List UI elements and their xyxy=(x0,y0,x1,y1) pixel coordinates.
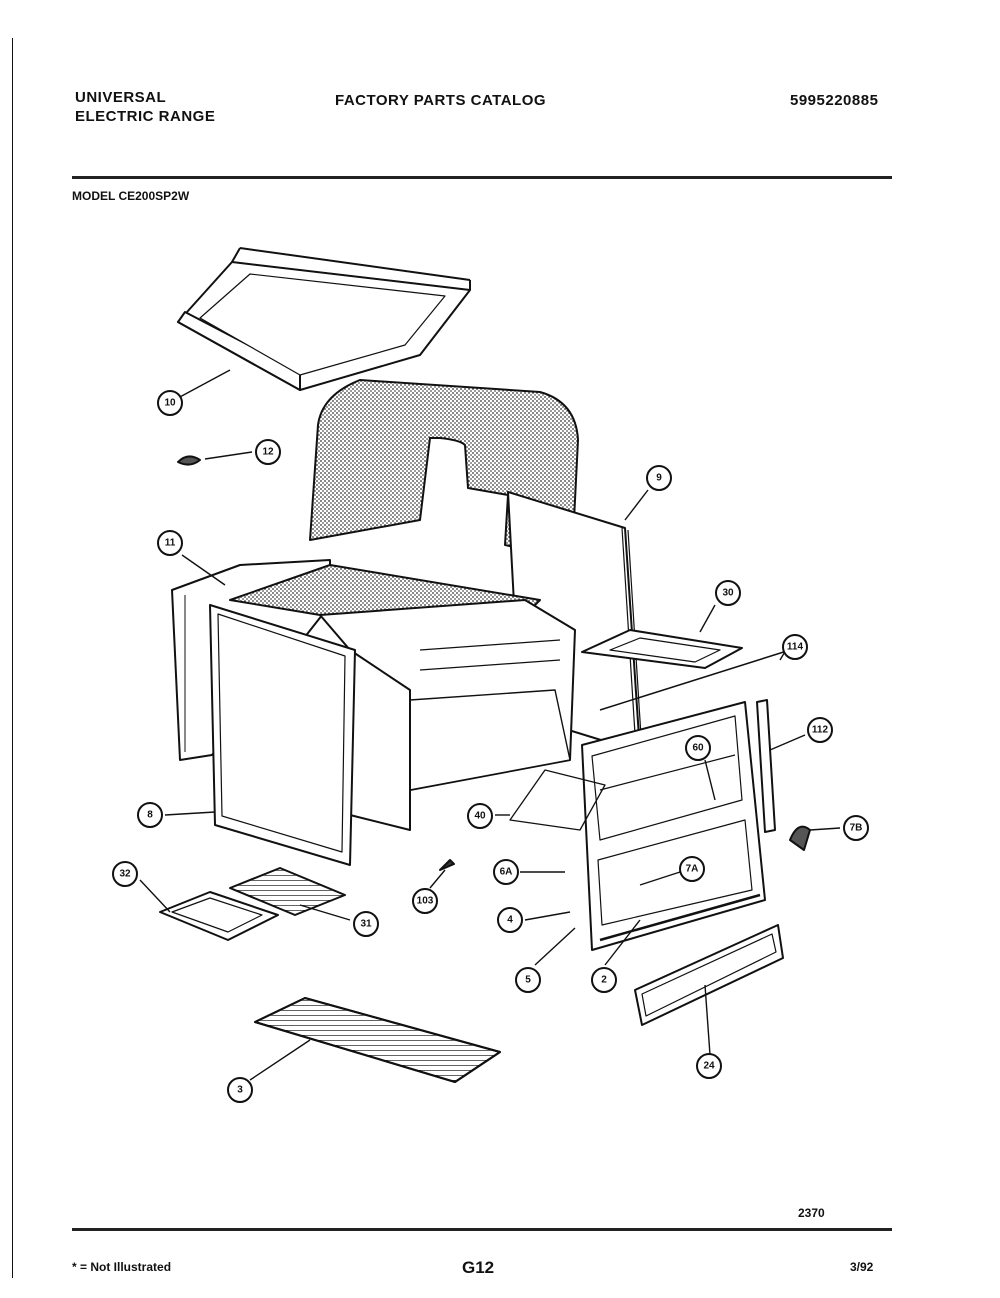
door-trim-part xyxy=(756,699,776,833)
callout-24 xyxy=(696,1053,722,1079)
callout-label: 9 xyxy=(656,473,662,484)
header-rule xyxy=(72,176,892,179)
callout-label: 32 xyxy=(119,869,131,880)
callout-label: 30 xyxy=(722,588,734,599)
callout-114 xyxy=(782,634,808,660)
catalog-title: FACTORY PARTS CATALOG xyxy=(335,92,547,109)
callout-label: 103 xyxy=(417,896,434,907)
callout-label: 6A xyxy=(500,867,513,878)
callout-7A xyxy=(679,856,705,882)
callout-label: 2 xyxy=(601,975,607,986)
oven-rack-frame xyxy=(254,997,501,1083)
callout-label: 7A xyxy=(686,864,699,875)
hinge-part-7B xyxy=(789,825,811,851)
callout-bubbles xyxy=(112,390,869,1103)
callout-103 xyxy=(412,888,438,914)
callout-label: 31 xyxy=(360,919,372,930)
callout-60 xyxy=(685,735,711,761)
callout-label: 5 xyxy=(525,975,531,986)
callout-9-top xyxy=(646,465,672,491)
callout-label: 7B xyxy=(850,823,863,834)
callout-label: 24 xyxy=(703,1061,715,1072)
element-part-40 xyxy=(509,769,606,831)
brand-line-1: UNIVERSAL xyxy=(75,89,167,106)
callout-label: 40 xyxy=(474,811,486,822)
screw-part-103 xyxy=(439,859,455,871)
drip-pan-part xyxy=(159,891,279,941)
small-part-12 xyxy=(177,455,201,466)
callout-label: 114 xyxy=(787,642,804,653)
catalog-date: 3/92 xyxy=(850,1260,874,1274)
kick-panel-part xyxy=(634,924,784,1026)
callout-5 xyxy=(515,967,541,993)
callout-label: 12 xyxy=(262,447,274,458)
callout-7B xyxy=(843,815,869,841)
oven-rack-part xyxy=(254,997,501,1083)
callout-4 xyxy=(497,907,523,933)
oven-liner-part xyxy=(229,564,576,831)
callout-40 xyxy=(467,803,493,829)
broil-pan-part xyxy=(581,629,743,669)
callout-30 xyxy=(715,580,741,606)
brand-line-2: ELECTRIC RANGE xyxy=(75,108,216,125)
leader-lines xyxy=(139,369,841,1081)
callout-31 xyxy=(353,911,379,937)
callout-32 xyxy=(112,861,138,887)
callout-label: 4 xyxy=(507,915,513,926)
callout-11 xyxy=(157,530,183,556)
callout-8 xyxy=(137,802,163,828)
catalog-number: 5995220885 xyxy=(790,92,879,109)
callout-label: 8 xyxy=(147,810,153,821)
callout-2 xyxy=(591,967,617,993)
brand-title: UNIVERSAL ELECTRIC RANGE xyxy=(75,88,215,126)
page-number: G12 xyxy=(462,1258,495,1277)
callout-labels: 10 12 9 11 30 114 112 60 8 40 7B 32 6A 7… xyxy=(119,398,862,1096)
callout-12 xyxy=(255,439,281,465)
drawer-tray-part xyxy=(177,247,471,391)
door-gasket-part xyxy=(599,649,791,711)
callout-label: 112 xyxy=(812,725,829,736)
oven-door-part xyxy=(581,701,766,951)
callout-label: 11 xyxy=(165,538,176,549)
callout-label: 60 xyxy=(692,743,704,754)
callout-10 xyxy=(157,390,183,416)
callout-label: 10 xyxy=(164,398,176,409)
callout-6A xyxy=(493,859,519,885)
diagram-code: 2370 xyxy=(798,1206,825,1220)
footnote: * = Not Illustrated xyxy=(72,1260,172,1274)
broil-grate-part xyxy=(229,867,346,916)
footer-rule xyxy=(72,1228,892,1231)
side-panel-left-part xyxy=(209,604,356,866)
callout-label: 3 xyxy=(237,1085,243,1096)
callout-3 xyxy=(227,1077,253,1103)
model-label: MODEL CE200SP2W xyxy=(72,189,190,203)
page-frame-line xyxy=(12,38,13,1278)
callout-112 xyxy=(807,717,833,743)
